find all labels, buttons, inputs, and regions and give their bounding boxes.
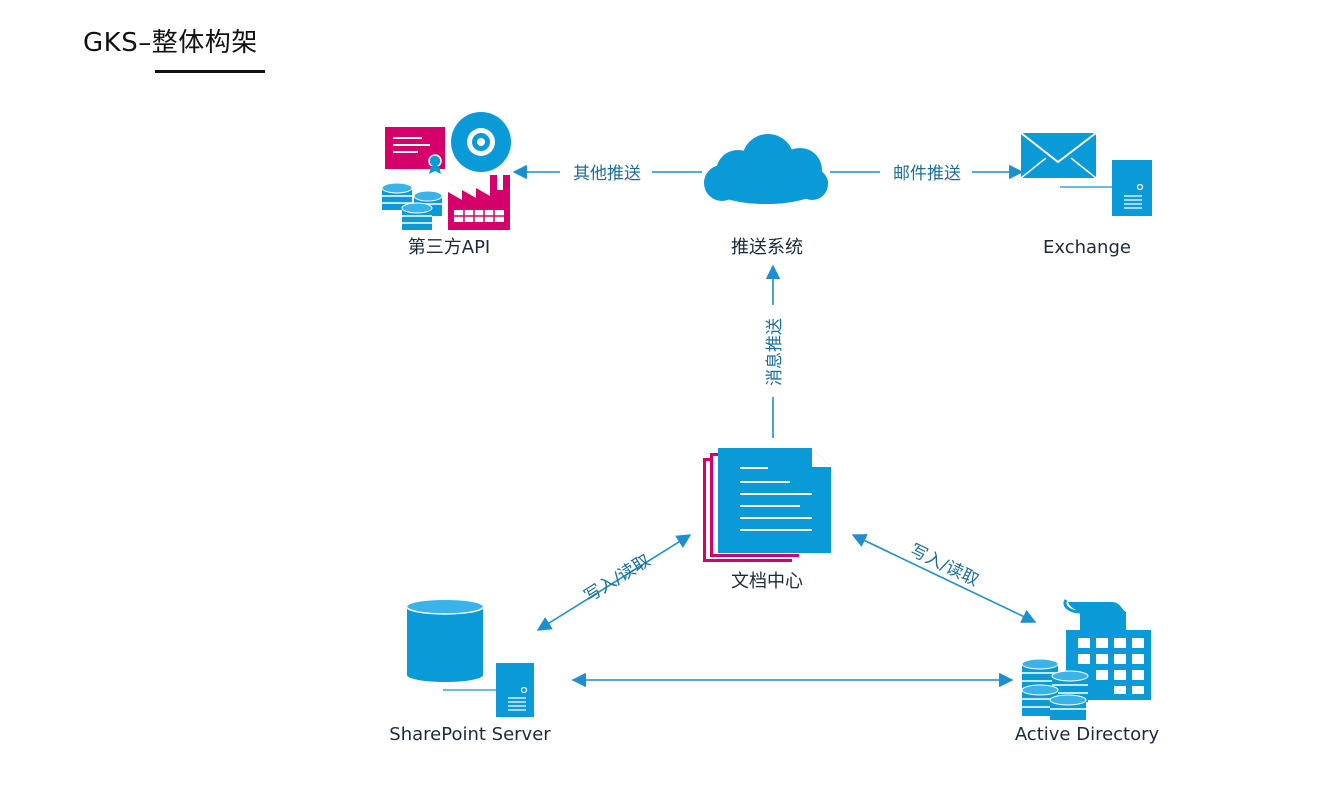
database-icon [1021, 658, 1089, 720]
node-label-exchange: Exchange [1043, 237, 1131, 258]
node-push-system: 推送系统 [704, 134, 828, 258]
database-icon [381, 182, 443, 230]
certificate-icon [385, 127, 445, 174]
edge-write-read-left [536, 534, 692, 631]
node-label-sharepoint: SharePoint Server [389, 724, 551, 745]
node-label-doc-center: 文档中心 [731, 571, 803, 592]
node-exchange: Exchange [1020, 132, 1152, 258]
server-icon [443, 663, 534, 717]
node-label-active-directory: Active Directory [1015, 724, 1160, 745]
mail-icon [1020, 132, 1097, 179]
server-icon [1060, 160, 1152, 216]
title-underline [155, 70, 265, 73]
page-title: GKS–整体构架 [83, 28, 258, 58]
scroll-icon [1063, 599, 1126, 634]
node-label-push-system: 推送系统 [731, 237, 803, 258]
edge-label-write-read-left: 写入/读取 [581, 551, 654, 607]
disc-icon [451, 112, 511, 172]
node-doc-center: 文档中心 [703, 448, 831, 592]
node-third-party: 第三方API [381, 112, 511, 258]
document-stack-icon [703, 448, 831, 562]
database-cylinder-icon [406, 600, 484, 682]
edge-label-mail-push: 邮件推送 [893, 164, 961, 184]
node-active-directory: Active Directory [1015, 599, 1160, 745]
factory-icon [448, 175, 510, 230]
cloud-icon [704, 134, 828, 204]
node-sharepoint: SharePoint Server [389, 600, 551, 745]
edge-label-other-push: 其他推送 [573, 164, 641, 184]
edge-write-read-right [851, 534, 1037, 623]
edge-label-message-push: 消息推送 [765, 318, 785, 386]
node-label-third-party: 第三方API [408, 237, 490, 258]
